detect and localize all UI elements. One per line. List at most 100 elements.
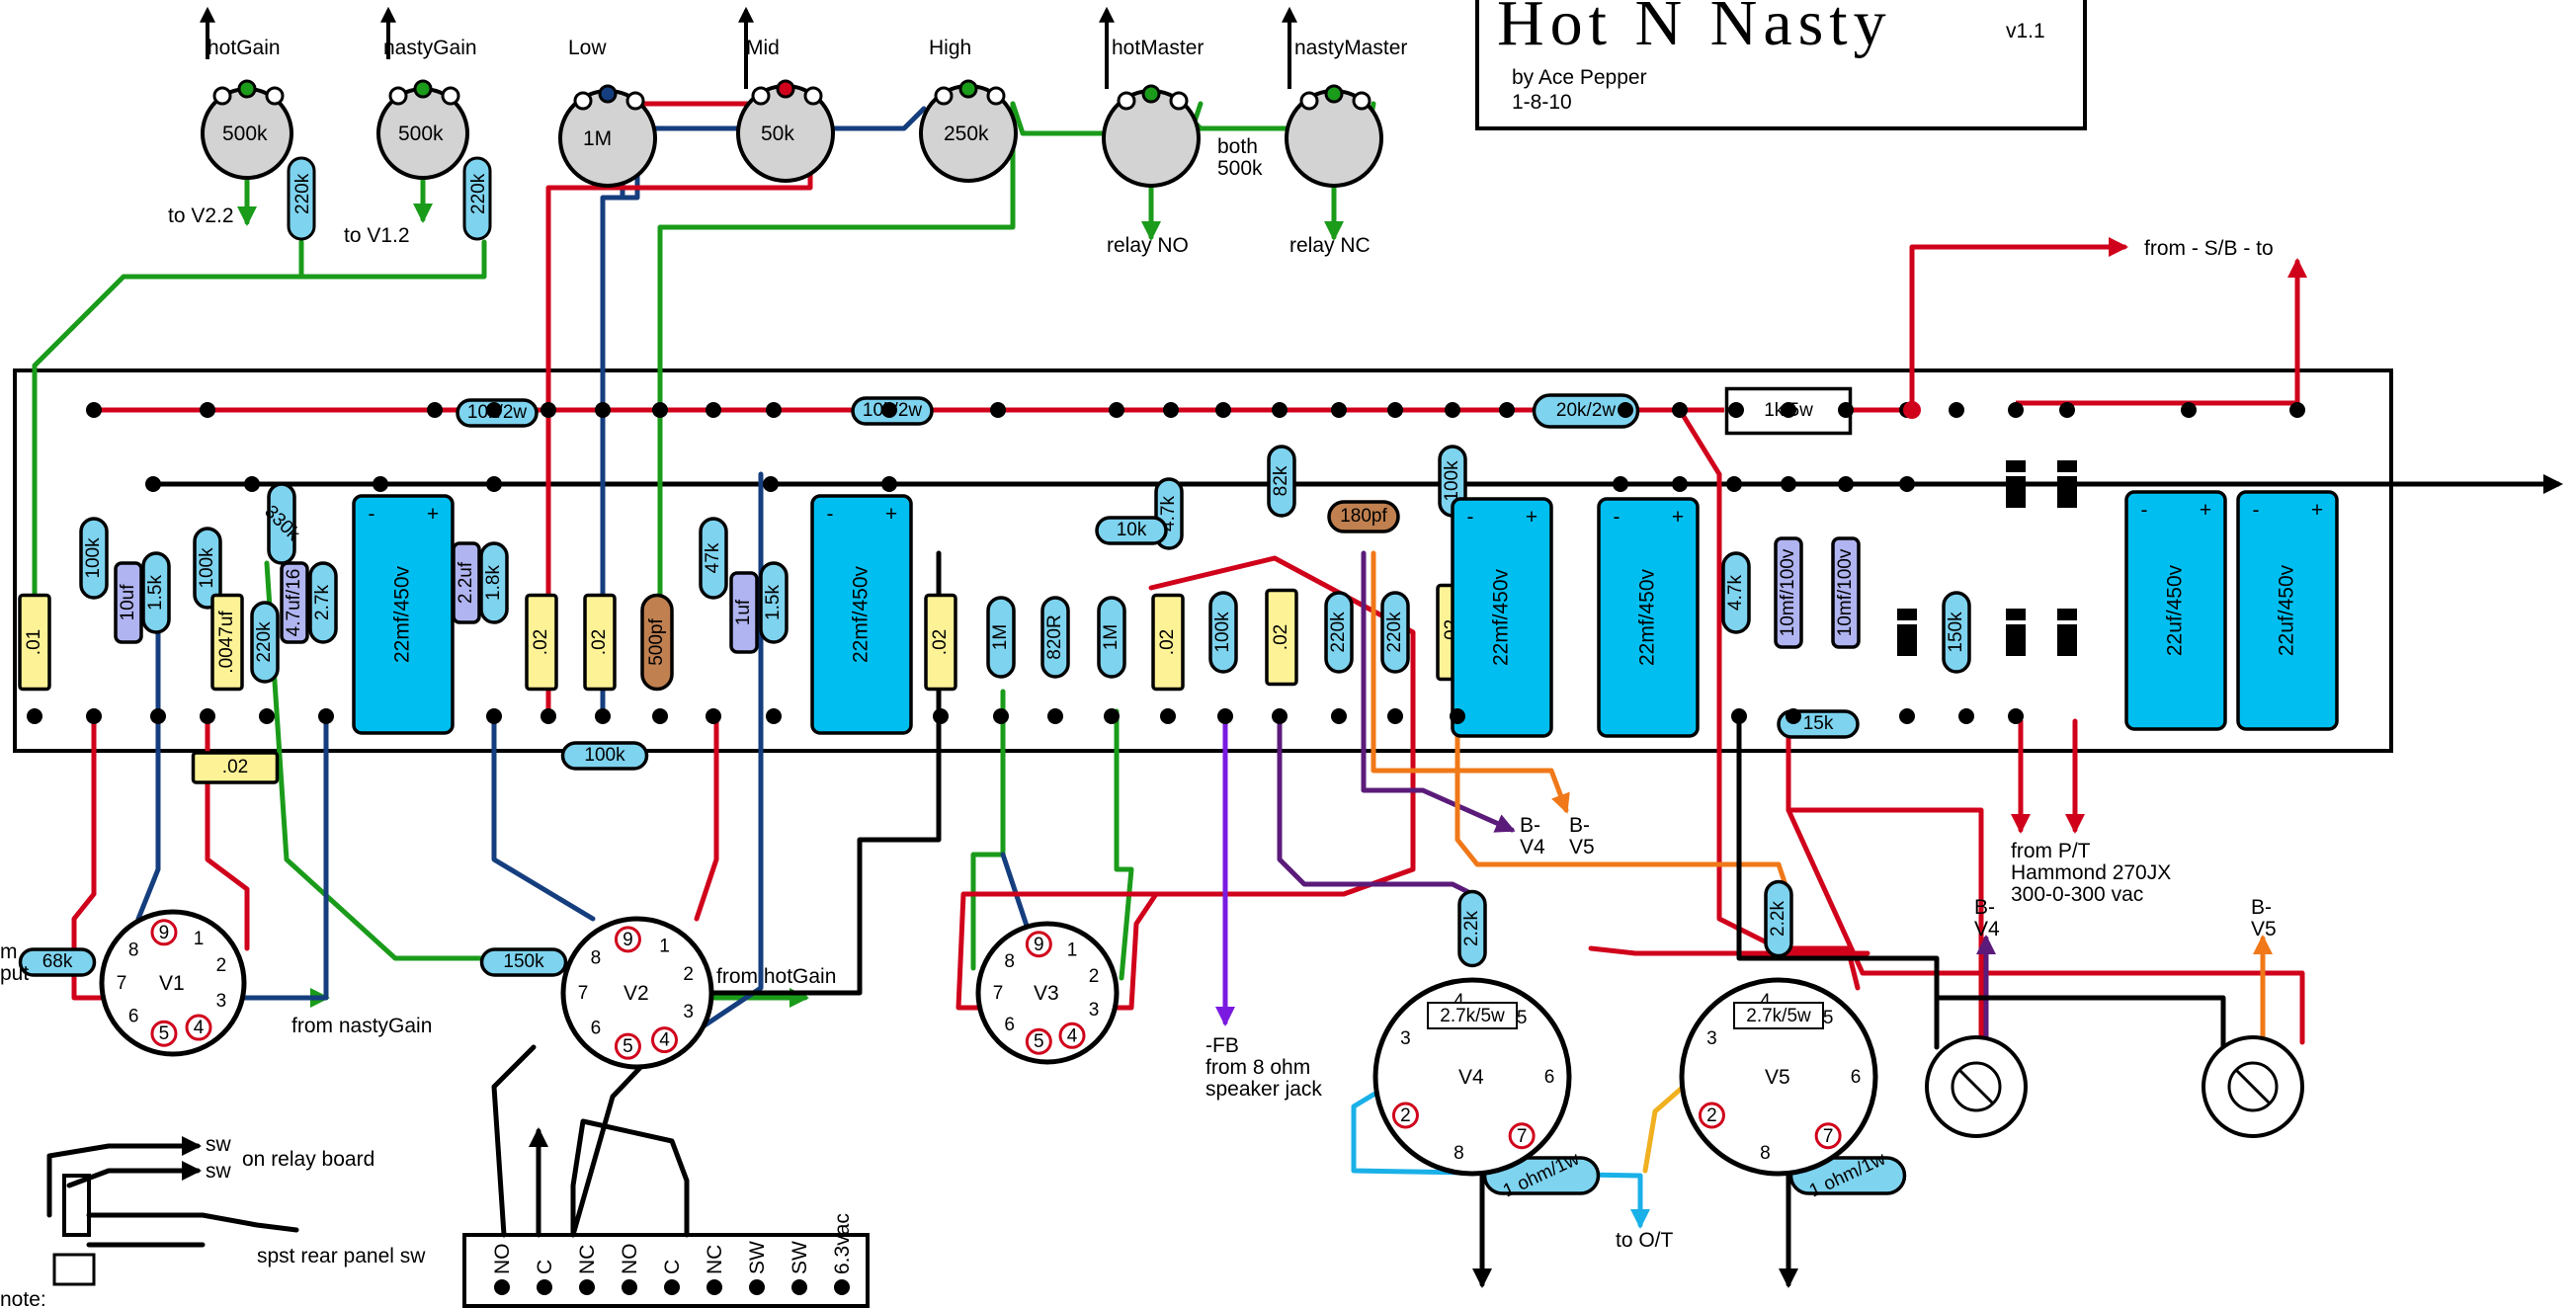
pot-label: nastyGain (383, 37, 477, 59)
component-r27: 100k (560, 741, 649, 771)
tube-name: V3 (1034, 982, 1059, 1005)
turret-node (2181, 402, 2197, 418)
cap-polarity-plus: + (2311, 499, 2323, 522)
component-label: 220k (1384, 612, 1405, 653)
turret-node (1499, 402, 1515, 418)
pot-label: High (929, 37, 971, 59)
pot-value: 500k (398, 123, 444, 145)
turret-node (706, 402, 721, 418)
component-r18: 220k (1380, 591, 1410, 674)
title-text: Hot N Nasty (1497, 0, 1892, 59)
component-c6: .02 (525, 593, 558, 692)
component-r28: 68k (18, 947, 97, 977)
tube-pin: 2 (216, 955, 227, 976)
component-c1: .01 (18, 593, 51, 692)
pot-label: nastyMaster (1294, 37, 1407, 59)
turret-node (1217, 708, 1233, 724)
tube-pin: 8 (1004, 951, 1015, 972)
component-fc4: 22mf/450v-+ (1597, 497, 1700, 738)
b-v5-label-b: B-V5 (2251, 896, 2277, 940)
component-r2: 1.5k (141, 551, 171, 634)
sb-label: from - S/B - to (2144, 237, 2274, 260)
tube-pin: 5 (159, 1023, 170, 1044)
diode-3 (2006, 609, 2026, 656)
component-r7: 1.8k (479, 541, 509, 624)
switch-sketch (46, 1136, 299, 1286)
component-label: 500pf (646, 618, 667, 666)
pot-label: hotMaster (1112, 37, 1204, 59)
component-fc2: 22mf/450v-+ (810, 494, 913, 735)
tube-pin: 2 (683, 964, 694, 985)
relay-terminal: NO (619, 1244, 641, 1295)
turret-node (1272, 402, 1288, 418)
top-leads (200, 6, 1297, 89)
component-r25: 20k/2w (1532, 393, 1640, 429)
pot-hotmaster: hotMaster relay NO (1102, 37, 1204, 257)
component-label: 1uf (733, 599, 754, 625)
turret-node (766, 402, 782, 418)
relay-terminal: SW (746, 1241, 769, 1295)
to-ot-label: to O/T (1616, 1229, 1674, 1252)
turret-node (1163, 402, 1179, 418)
tube-pin: 6 (1851, 1067, 1862, 1088)
component-r13: 100k (1208, 591, 1238, 674)
component-c15: 10mf/100v (1774, 536, 1803, 649)
relay-terminal-label: C (661, 1260, 684, 1274)
note-label: note: (0, 1288, 46, 1308)
relay-board (462, 1233, 870, 1308)
tube-pin: 5 (623, 1036, 633, 1057)
pot-value: 500k (222, 123, 268, 145)
component-c12: .02 (1265, 588, 1298, 687)
cap-polarity-minus: - (2253, 499, 2260, 522)
ground-node (2008, 476, 2024, 492)
cap-polarity-minus: - (1467, 506, 1474, 529)
turret-node (1160, 708, 1176, 724)
pot-out-label: relay NC (1289, 234, 1371, 257)
turret-node (2008, 708, 2024, 724)
nodes-layer (27, 401, 2305, 724)
from-nastygain-label: from nastyGain (291, 1015, 432, 1037)
relay-terminal: C (661, 1260, 684, 1295)
turret-node (652, 402, 668, 418)
component-c2: 10uf (114, 561, 143, 644)
relay-terminal-label: NC (704, 1245, 726, 1274)
tube-pin: 9 (623, 930, 633, 950)
turret-node (1786, 708, 1801, 724)
screen-resistor-label: 2.7k/5w (1746, 1006, 1811, 1026)
turret-node (652, 708, 668, 724)
component-r17: 220k (1324, 591, 1354, 674)
turret-node (1215, 402, 1231, 418)
tube-pin: 3 (1706, 1028, 1717, 1049)
cap-polarity-plus: + (1672, 506, 1684, 529)
tube-pin: 1 (659, 936, 670, 956)
tube-pin: 9 (159, 923, 170, 943)
component-r3: 100k (193, 527, 222, 610)
screen-resistor-label: 2.7k/5w (1440, 1006, 1505, 1026)
pot-out-label: to V1.2 (344, 224, 410, 247)
component-label: .01 (24, 629, 44, 655)
tubes-layer: V1123456789V2123456789V3123456789V434567… (99, 909, 1878, 1177)
pot-out-label: relay NO (1107, 234, 1189, 257)
ground-node (1672, 476, 1688, 492)
component-c13: 180pf (1327, 500, 1400, 533)
relay-terminal: NC (576, 1245, 599, 1295)
component-label: 220k (254, 621, 275, 663)
bias-wires (1215, 550, 2273, 1229)
tube-pin: 8 (1760, 1143, 1771, 1164)
component-r15: 10k (1095, 516, 1168, 545)
turret-node (1331, 708, 1347, 724)
turret-node (595, 402, 611, 418)
component-label: 2.2k (1461, 911, 1482, 946)
tube-pin: 6 (128, 1006, 139, 1026)
tube-name: V2 (623, 982, 649, 1005)
turret-node (486, 708, 502, 724)
turret-node (2289, 402, 2305, 418)
component-r4: 220k (250, 601, 280, 684)
tube-pin: 6 (591, 1018, 602, 1038)
